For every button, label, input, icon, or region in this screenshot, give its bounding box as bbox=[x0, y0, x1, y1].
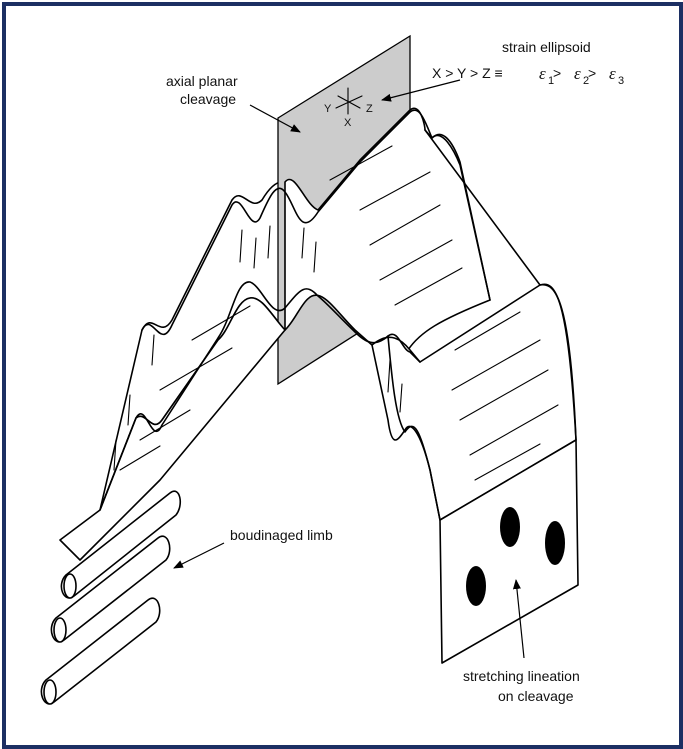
fold-hinge-outline-lower bbox=[99, 281, 421, 511]
label-boudinaged-limb: boudinaged limb bbox=[230, 527, 333, 543]
axis-x-label: X bbox=[344, 117, 352, 129]
fold-hinge-outline-upper bbox=[141, 111, 411, 336]
axis-z-label: Z bbox=[366, 103, 373, 115]
label-epsilon-sequence: ε 1 > ε 2 > ε 3 bbox=[539, 64, 624, 87]
svg-text:2: 2 bbox=[583, 75, 589, 87]
fold-crest-ridge bbox=[409, 109, 491, 301]
arrow-axial-cleavage bbox=[249, 104, 301, 133]
svg-text:3: 3 bbox=[618, 75, 624, 87]
fold-hinge-outline-right bbox=[387, 335, 441, 521]
axis-y-label: Y bbox=[324, 103, 332, 115]
bedding-lines bbox=[119, 145, 559, 481]
svg-text:ε: ε bbox=[609, 64, 616, 83]
fold-crest-ridge-2 bbox=[424, 129, 577, 441]
label-axial-planar: axial planar bbox=[166, 73, 238, 89]
cleavage-traces bbox=[113, 225, 403, 471]
arrow-strain-ellipsoid bbox=[381, 79, 461, 102]
svg-text:ε: ε bbox=[574, 64, 581, 83]
label-on-cleavage: on cleavage bbox=[498, 688, 574, 704]
svg-text:1: 1 bbox=[548, 75, 554, 87]
fold-top-surface-front bbox=[284, 107, 491, 351]
label-strain-equation: X > Y > Z ≡ bbox=[432, 65, 503, 81]
stretching-lineation-panel bbox=[439, 439, 579, 664]
lineation-ellipses bbox=[466, 507, 565, 606]
label-strain-ellipsoid: strain ellipsoid bbox=[502, 39, 591, 55]
label-stretching-lineation: stretching lineation bbox=[463, 668, 580, 684]
boudins bbox=[40, 490, 182, 705]
arrow-boudinaged-limb bbox=[173, 542, 225, 569]
svg-text:>: > bbox=[588, 65, 596, 81]
svg-text:ε: ε bbox=[539, 64, 546, 83]
arrow-stretching-lineation bbox=[512, 579, 525, 659]
label-cleavage: cleavage bbox=[180, 91, 236, 107]
svg-text:>: > bbox=[553, 65, 561, 81]
strain-axes: Y X Z bbox=[324, 87, 373, 129]
